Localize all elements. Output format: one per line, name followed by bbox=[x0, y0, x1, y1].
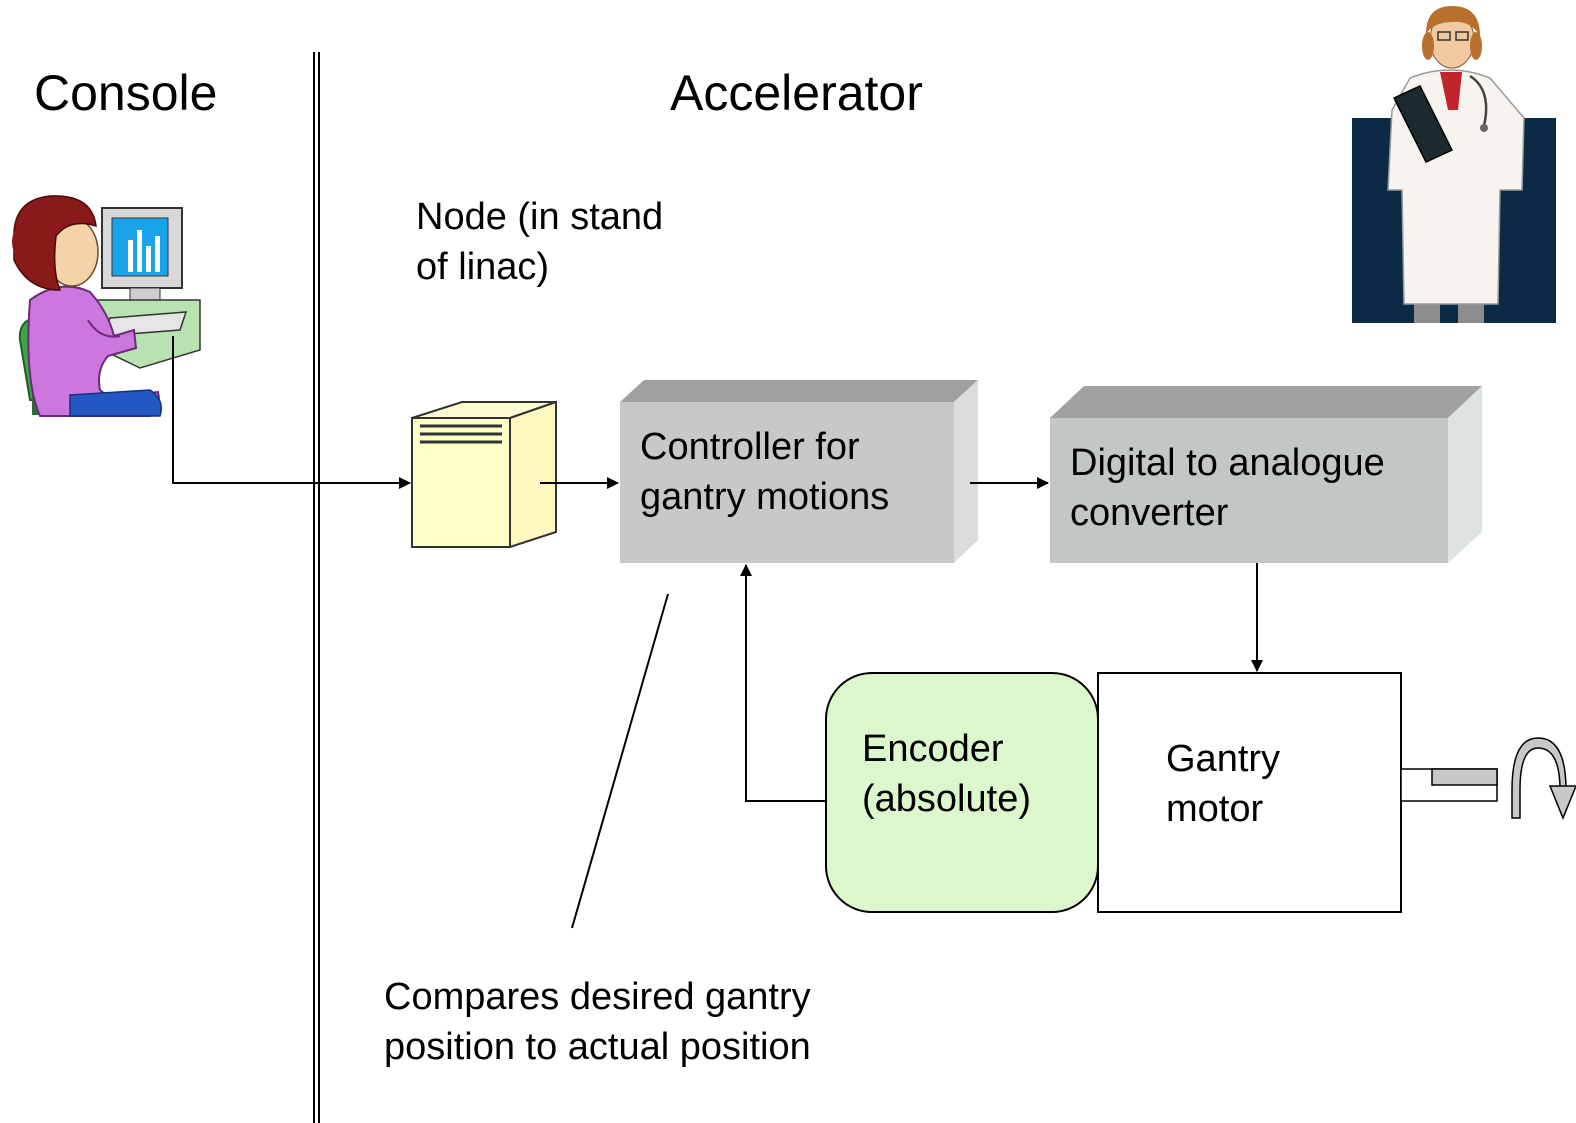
connector-console-to-node bbox=[172, 336, 411, 489]
dac-label: Digital to analogue converter bbox=[1070, 438, 1385, 538]
annotation-line1: Compares desired gantry bbox=[384, 976, 811, 1018]
motor-label: Gantry motor bbox=[1166, 734, 1280, 834]
node-label-line2: of linac) bbox=[416, 246, 550, 288]
computer-tower-icon bbox=[411, 400, 557, 549]
motor-box bbox=[1097, 672, 1402, 913]
controller-label-line2: gantry motions bbox=[640, 476, 890, 518]
controller-box bbox=[620, 380, 978, 563]
controller-label-line1: Controller for bbox=[640, 426, 860, 468]
section-divider bbox=[313, 52, 320, 1123]
encoder-label-line1: Encoder bbox=[862, 728, 1004, 770]
motor-shaft bbox=[1400, 768, 1498, 802]
console-heading: Console bbox=[34, 65, 218, 121]
annotation-line2: position to actual position bbox=[384, 1026, 811, 1068]
motor-label-line2: motor bbox=[1166, 788, 1264, 830]
dac-label-line2: converter bbox=[1070, 492, 1229, 534]
encoder-label-line2: (absolute) bbox=[862, 778, 1031, 820]
rotation-arrow-icon bbox=[1511, 737, 1576, 820]
dac-label-line1: Digital to analogue bbox=[1070, 442, 1385, 484]
node-label: Node (in stand of linac) bbox=[416, 192, 663, 292]
accelerator-heading: Accelerator bbox=[670, 65, 923, 121]
annotation-pointer bbox=[571, 593, 669, 929]
annotation-text: Compares desired gantry position to actu… bbox=[384, 972, 811, 1072]
connector-encoder-to-controller bbox=[740, 564, 826, 802]
operator-at-computer-icon bbox=[12, 195, 201, 417]
dac-box bbox=[1050, 386, 1482, 563]
controller-label: Controller for gantry motions bbox=[640, 422, 889, 522]
doctor-icon bbox=[1352, 6, 1556, 323]
encoder-label: Encoder (absolute) bbox=[862, 724, 1031, 824]
node-label-line1: Node (in stand bbox=[416, 196, 664, 238]
motor-label-line1: Gantry bbox=[1166, 738, 1281, 780]
